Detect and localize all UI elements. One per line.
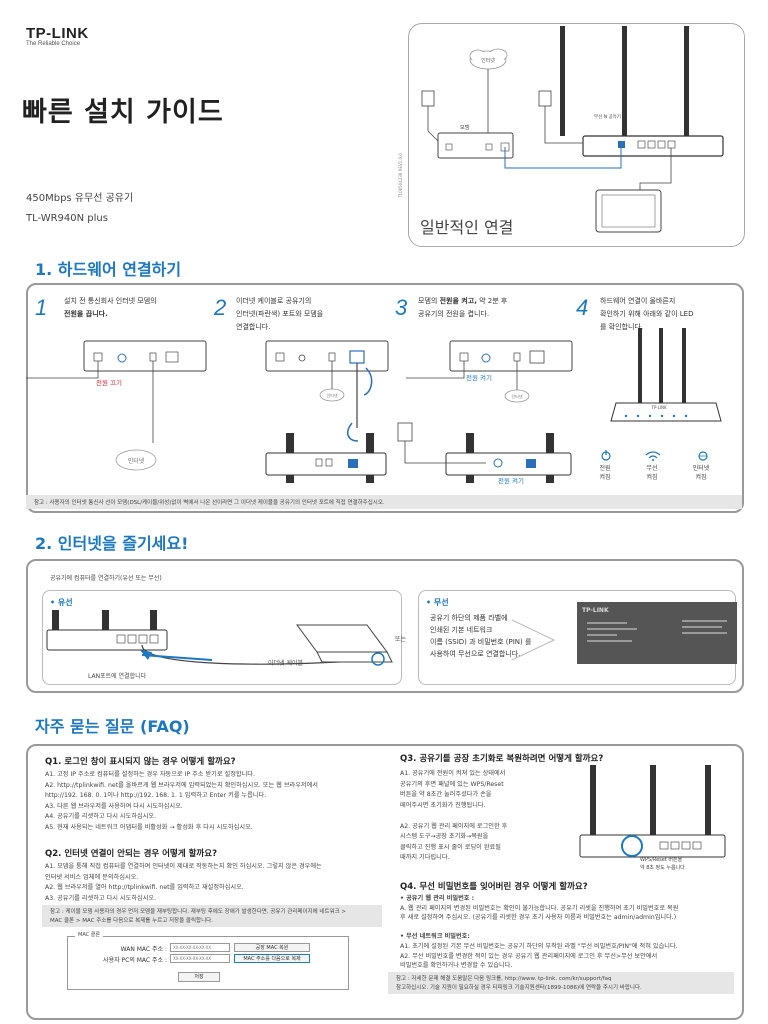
step-2-number: 2 xyxy=(214,295,227,320)
wireless-heading: • 무선 xyxy=(426,598,449,607)
power-on-label-modem: 전원 켜기 xyxy=(466,373,492,382)
document-code: 7106504238 REV1.0.0 xyxy=(398,153,403,198)
power-on-label-router: 전원 켜기 xyxy=(498,476,524,485)
step-4-number: 4 xyxy=(576,295,589,320)
section1-heading: 1. 하드웨어 연결하기 xyxy=(35,260,182,279)
faq-q3: Q3. 공유기를 공장 초기화로 복원하려면 어떻게 할까요? xyxy=(400,754,604,764)
page-title: 빠른 설치 가이드 xyxy=(22,97,224,128)
wps-reset-label: WPS/Reset 버튼을 약 8초 정도 누릅니다 xyxy=(640,857,685,871)
faq-q2: Q2. 인터넷 연결이 안되는 경우 어떻게 할까요? xyxy=(45,849,217,859)
step3-internet-label: 인터넷 xyxy=(511,393,522,399)
model-line-1: 450Mbps 유무선 공유기 xyxy=(26,193,134,204)
wired-diagram: TP-LINK xyxy=(46,602,737,666)
step-4-text: 하드웨어 연결이 올바른지 확인하기 위해 아래와 같이 LED 를 확인합니다… xyxy=(600,297,694,331)
wan-mac-input[interactable]: XX-XX-XX-XX-XX-XX xyxy=(170,943,230,952)
internet-led-icon xyxy=(698,451,708,461)
section2-heading: 2. 인터넷을 즐기세요! xyxy=(35,534,189,553)
mac-clone-form xyxy=(67,936,349,990)
section1-note: 참고 : 사용자의 인터넷 통신사 선이 모뎀(DSL/케이블/위성)없이 벽에… xyxy=(26,495,742,509)
step1-internet-label: 인터넷 xyxy=(128,457,145,465)
reset-router-diagram xyxy=(579,765,726,858)
step-3-number: 3 xyxy=(395,295,408,320)
step-3-text: 모뎀의 전원을 켜고, 약 2분 후 공유기의 전원을 켭니다. xyxy=(418,297,508,318)
logo-tagline: The Reliable Choice xyxy=(26,41,81,47)
save-button[interactable]: 저장 xyxy=(178,972,220,982)
step-1-text: 설치 전 통신회사 인터넷 모뎀의 전원을 끕니다. xyxy=(64,297,157,318)
faq-q4-note: 참고 : 자세한 문제 해결 도움말은 다음 링크를, http://www. … xyxy=(388,972,734,994)
step-2-text: 이더넷 케이블로 공유기의 인터넷(파란색) 포트와 모뎀을 연결합니다. xyxy=(236,297,324,331)
mac-clone-legend: MAC 클론 xyxy=(75,931,103,938)
faq-q1: Q1. 로그인 창이 표시되지 않는 경우 어떻게 할까요? xyxy=(45,757,236,767)
clone-mac-button[interactable]: MAC 주소를 다음으로 복제 xyxy=(234,954,310,963)
faq-q2-note: 참고 : 케이블 모뎀 사용자의 경우 먼저 모뎀을 재부팅합니다. 재부팅 후… xyxy=(42,905,382,927)
faq-q3-answers: A1. 공유기에 전원이 켜져 있는 상태에서 공유기의 후면 패널에 있는 W… xyxy=(400,770,508,861)
faq-q2-answers: A1. 모뎀을 통해 직접 컴퓨터를 연결하여 인터넷이 제대로 작동하는지 확… xyxy=(45,863,322,902)
faq-q4: Q4. 무선 비밀번호를 잊어버린 경우 어떻게 할까요? xyxy=(400,882,588,892)
overview-panel xyxy=(408,23,745,247)
faq-panel xyxy=(26,744,744,1020)
faq-q4-answers: • 공유기 웹 관리 비밀번호 : A. 웹 관리 페이지의 변경된 비밀번호는… xyxy=(400,895,679,970)
model-info: 450Mbps 유무선 공유기 TL-WR940N plus xyxy=(26,189,133,229)
user-mac-label: 사용자 PC의 MAC 주소 : xyxy=(103,957,167,964)
overview-modem-label: 모뎀 xyxy=(460,124,470,131)
overview-internet-label: 인터넷 xyxy=(481,57,495,64)
lan-port-label: LAN포트에 연결합니다 xyxy=(88,673,147,680)
wan-mac-label: WAN MAC 주소 : xyxy=(120,946,167,953)
wired-box xyxy=(42,590,402,685)
hardware-steps-diagram: 인터넷 전원 끄기 인터넷 인터넷 전원 켜기 전원 켜기 TP-LINK xyxy=(26,328,722,485)
wired-heading: • 유선 xyxy=(50,598,73,607)
hardware-panel xyxy=(26,283,744,513)
step2-internet-label: 인터넷 xyxy=(326,392,337,398)
tp-link-logo: TP-LINK The Reliable Choice xyxy=(26,25,89,47)
power-off-label: 전원 끄기 xyxy=(96,378,122,387)
step-1-number: 1 xyxy=(35,295,48,320)
internet-panel xyxy=(26,559,744,693)
label-logo: TP-LINK xyxy=(582,607,609,614)
overview-router-label: 무선 N 공유기 xyxy=(594,113,621,120)
faq-heading: 자주 묻는 질문 (FAQ) xyxy=(35,717,190,736)
section2-intro: 공유기에 컴퓨터를 연결하기(유선 또는 무선) xyxy=(50,575,162,582)
svg-text:TP-LINK: TP-LINK xyxy=(650,405,667,410)
wireless-instructions: 공유기 하단의 제품 라벨에 인쇄된 기본 네트워크 이름 (SSID) 과 비… xyxy=(430,614,532,658)
wireless-led-icon xyxy=(645,451,661,461)
logo-text: TP-LINK xyxy=(26,25,89,42)
overview-title: 일반적인 연결 xyxy=(420,218,514,237)
power-led-icon xyxy=(601,450,611,461)
user-mac-input[interactable]: XX-XX-XX-XX-XX-XX xyxy=(170,954,230,963)
or-label: 또는 xyxy=(395,636,407,643)
cloud-icon xyxy=(469,48,508,70)
overview-diagram: 인터넷 모뎀 무선 N 공유기 xyxy=(421,26,724,233)
faq-q1-answers: A1. 고정 IP 주소로 컴퓨터를 설정하는 경우 자동으로 IP 주소 받기… xyxy=(45,771,318,831)
restore-factory-mac-button[interactable]: 공장 MAC 복원 xyxy=(234,943,310,952)
model-line-2: TL-WR940N plus xyxy=(26,213,108,224)
